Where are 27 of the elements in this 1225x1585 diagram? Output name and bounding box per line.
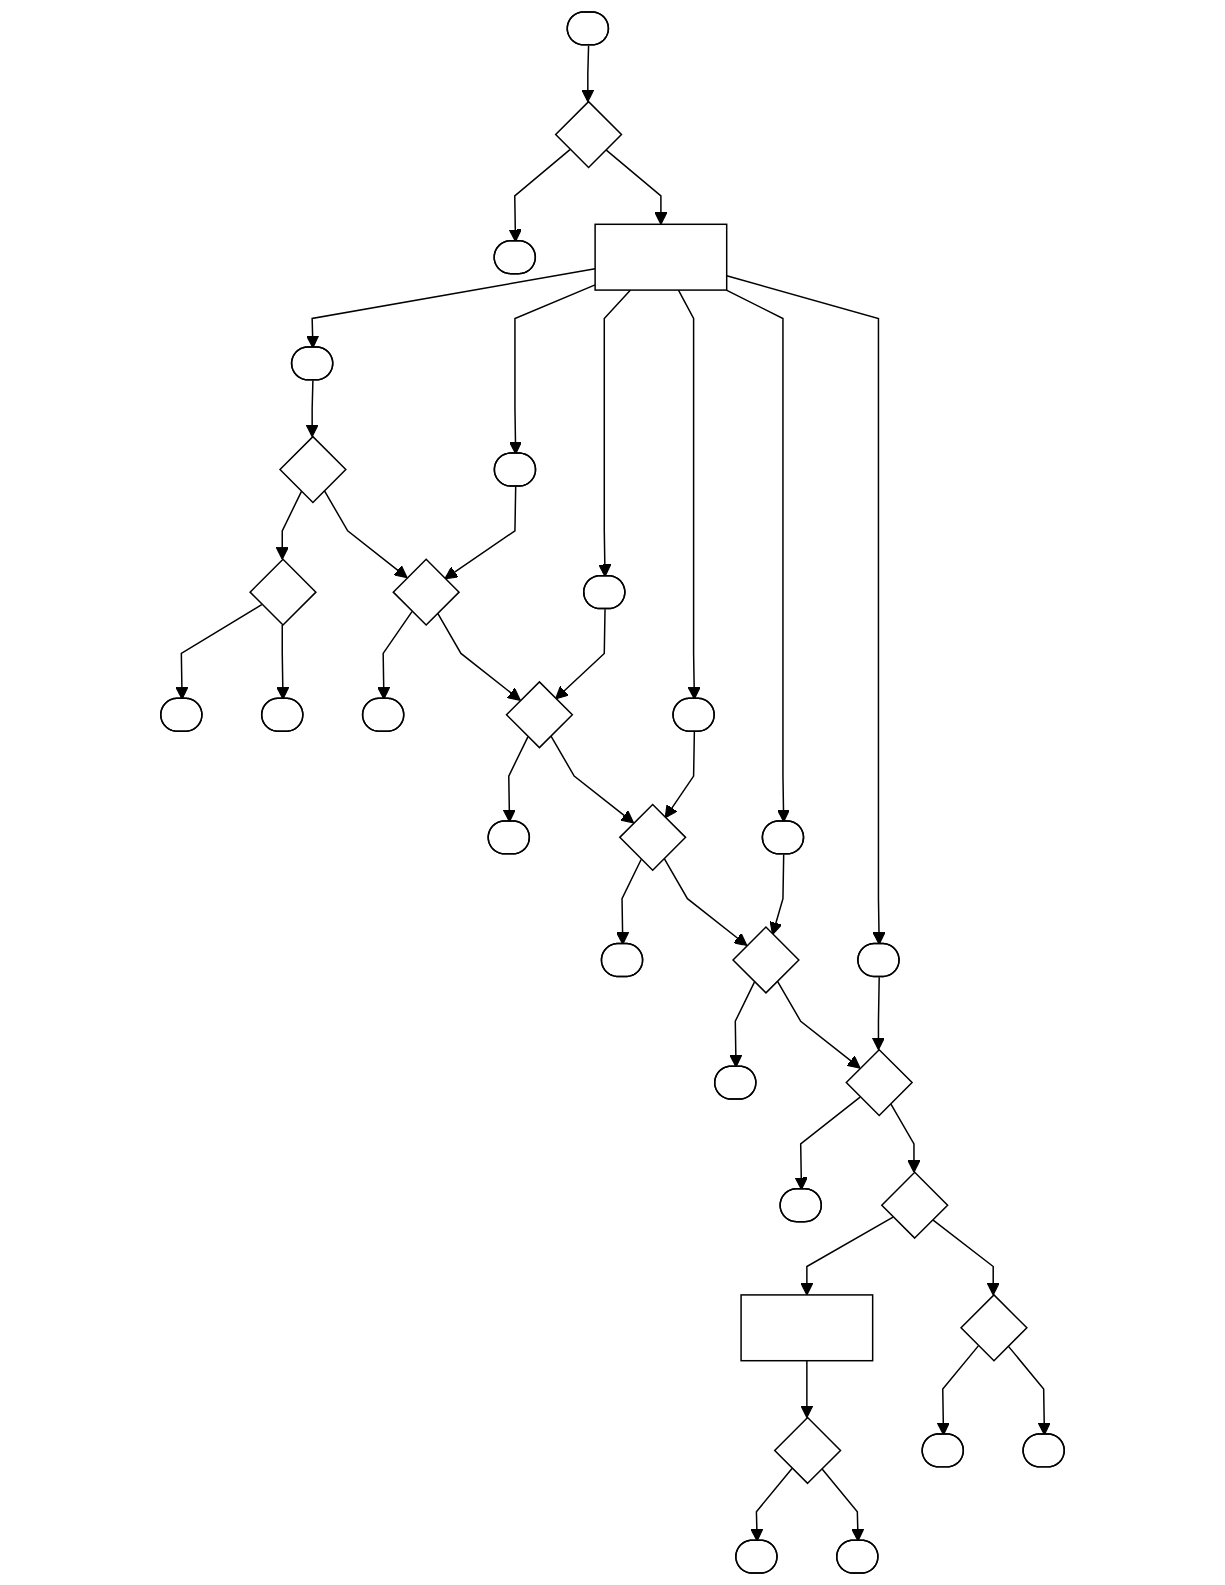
arrow [663, 857, 748, 947]
arrow [769, 853, 785, 936]
arrow [276, 624, 290, 700]
arrow [508, 284, 596, 455]
arrow [889, 1102, 921, 1173]
arrow [581, 44, 595, 103]
arrow [377, 610, 413, 700]
arrow [664, 731, 696, 819]
arrow [800, 1216, 894, 1296]
arrow [776, 980, 861, 1069]
arrow [729, 981, 756, 1068]
arrow [305, 379, 319, 438]
arrow [931, 1218, 1000, 1296]
arrow [677, 289, 701, 700]
arrow [175, 603, 263, 700]
arrow [555, 608, 606, 700]
arrow [820, 1467, 865, 1542]
arrow [750, 1467, 793, 1542]
arrow [871, 976, 886, 1051]
arrow [604, 148, 668, 225]
arrow [725, 275, 886, 945]
arrow [444, 485, 517, 580]
arrow [800, 1359, 814, 1419]
arrow [616, 858, 642, 945]
arrow [275, 490, 303, 560]
arrow [323, 489, 408, 579]
arrow [436, 612, 521, 701]
